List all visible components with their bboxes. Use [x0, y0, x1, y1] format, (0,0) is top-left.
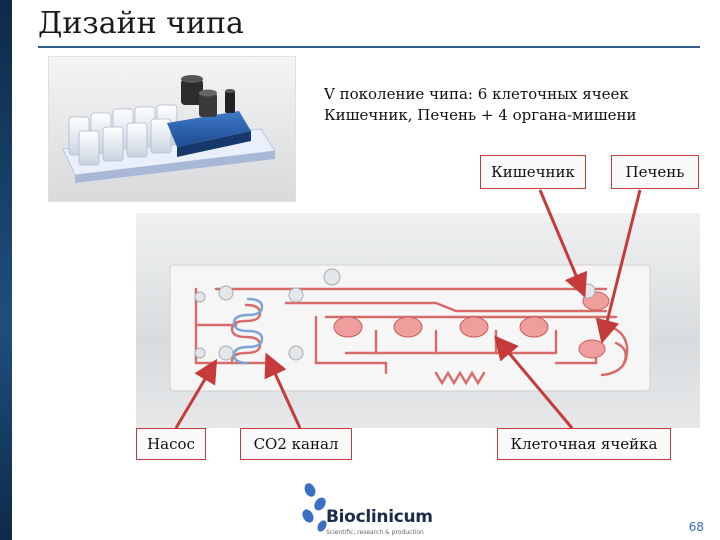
description-line-1: V поколение чипа: 6 клеточных ячеек: [324, 85, 629, 103]
molecule-icon: [302, 483, 327, 532]
callout-cell-chamber: Клеточная ячейка: [497, 428, 671, 460]
chip-description: V поколение чипа: 6 клеточных ячеек Кише…: [324, 84, 637, 126]
callout-intestine: Кишечник: [480, 155, 586, 189]
callout-co2-channel: CO2 канал: [240, 428, 352, 460]
description-line-2: Кишечник, Печень + 4 органа-мишени: [324, 106, 637, 124]
callout-pump: Насос: [136, 428, 206, 460]
logo-tagline: Scientific, research & production: [326, 529, 424, 536]
bioclinicum-logo: [296, 482, 436, 534]
chip-layout-image: [136, 213, 700, 428]
title-underline: [38, 46, 700, 48]
page-number: 68: [688, 520, 704, 534]
slide-left-bar: [0, 0, 12, 540]
logo-name: Bioclinicum: [326, 507, 433, 527]
callout-liver: Печень: [611, 155, 699, 189]
chip-3d-render: [48, 56, 296, 202]
slide-title: Дизайн чипа: [38, 6, 244, 41]
